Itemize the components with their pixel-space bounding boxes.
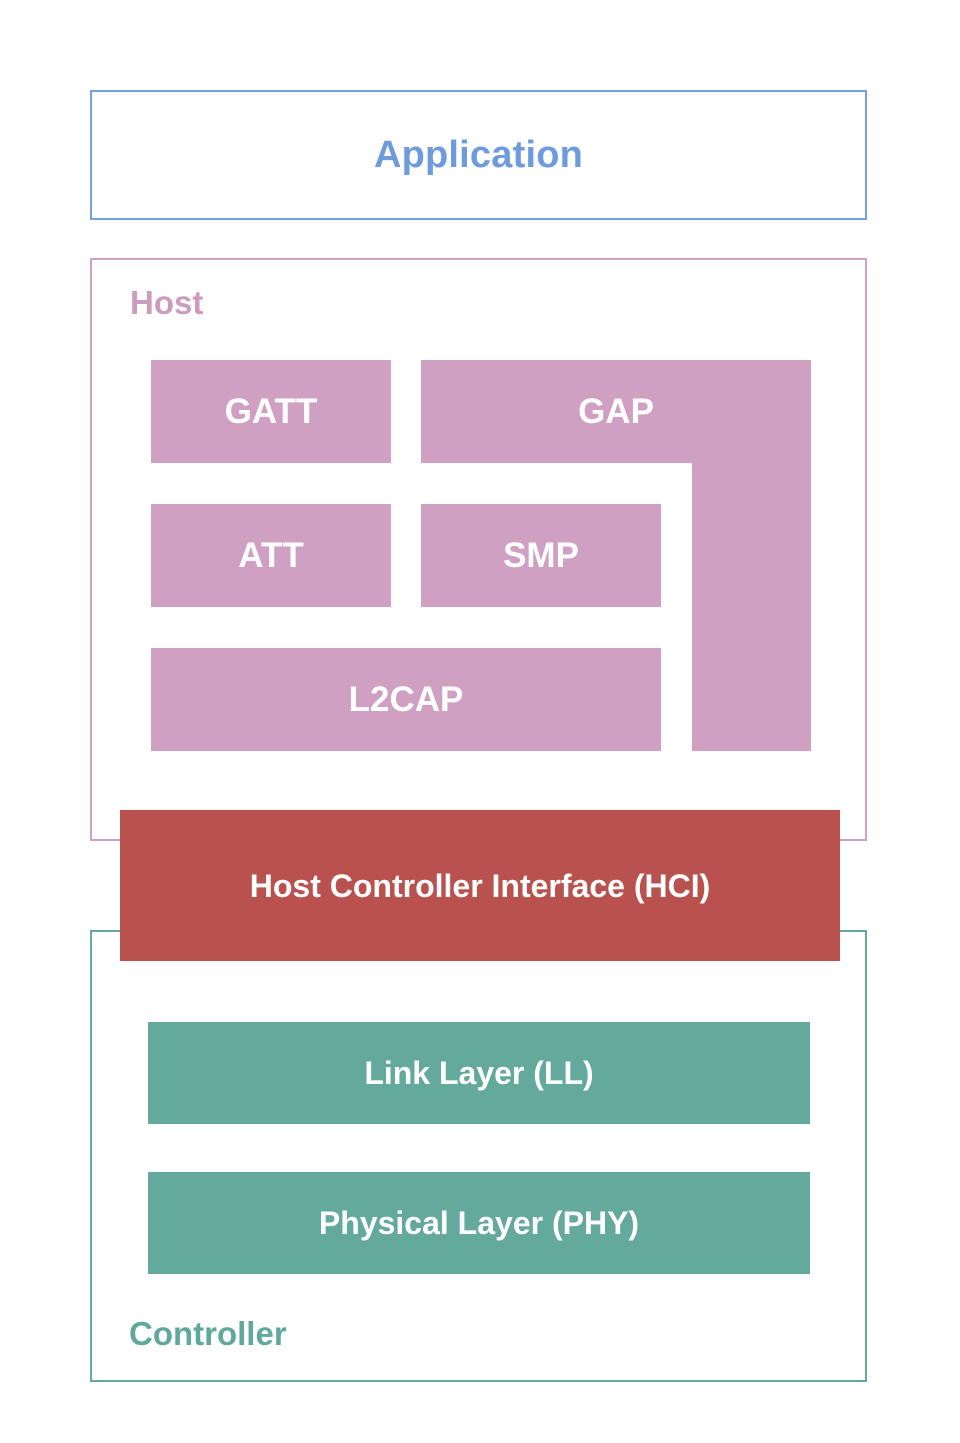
application-layer-label: Application — [373, 133, 584, 176]
host-layer-label: Host — [130, 284, 204, 321]
controller-block-link-layer: Link Layer (LL) — [148, 1022, 810, 1124]
application-layer-box: Application — [90, 90, 867, 220]
host-block-l2cap: L2CAP — [151, 648, 661, 751]
controller-block-physical-layer: Physical Layer (PHY) — [148, 1172, 810, 1274]
host-block-gap-label: GAP — [578, 392, 654, 431]
gap-column-segment — [692, 463, 811, 751]
host-block-att: ATT — [151, 504, 391, 607]
gap-top-segment — [421, 360, 811, 463]
host-block-gap: GAP — [421, 360, 811, 751]
host-block-smp: SMP — [421, 504, 661, 607]
host-block-gatt: GATT — [151, 360, 391, 463]
controller-layer-label: Controller — [129, 1315, 287, 1352]
host-controller-interface-bar: Host Controller Interface (HCI) — [120, 810, 840, 961]
